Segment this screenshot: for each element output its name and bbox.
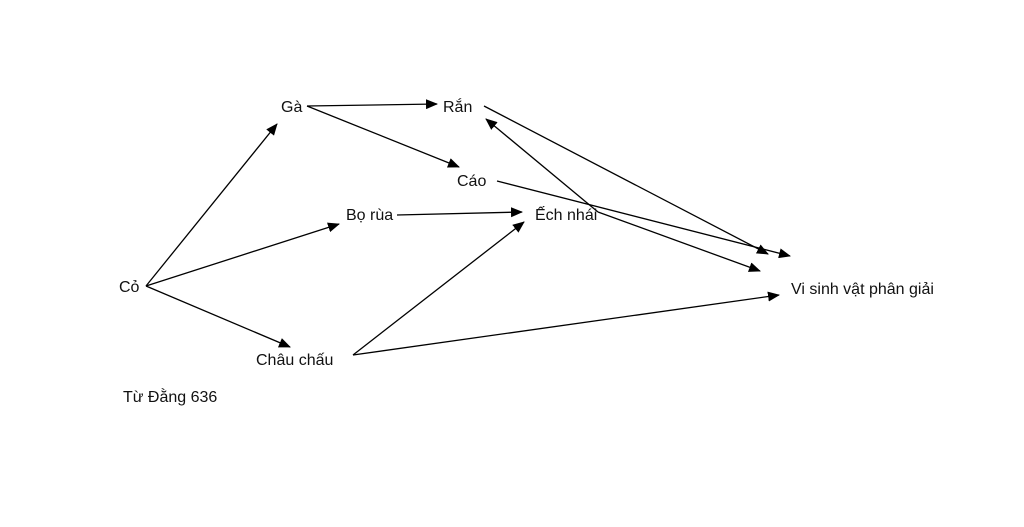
arrow-co-to-chau-chau	[145, 285, 291, 348]
node-ga: Gà	[281, 99, 303, 116]
arrow-co-to-ga	[145, 123, 278, 287]
node-bo-rua: Bọ rùa	[346, 207, 394, 224]
arrow-co-to-bo-rua	[145, 222, 340, 287]
arrow-ga-to-ran	[306, 99, 438, 110]
caption: Từ Đằng 636	[123, 389, 218, 406]
arrow-ech-nhai-to-ran	[485, 118, 599, 213]
node-cao: Cáo	[457, 173, 487, 190]
node-co: Cỏ	[119, 279, 140, 296]
arrow-bo-rua-to-ech-nhai	[396, 207, 523, 218]
arrow-chau-chau-to-vi-sinh-vat	[352, 291, 780, 356]
node-ran: Rắn	[443, 99, 473, 116]
arrow-ga-to-cao	[306, 105, 460, 168]
arrow-ech-nhai-to-vi-sinh-vat	[597, 211, 761, 272]
node-chau-chau: Châu chấu	[256, 352, 334, 369]
arrow-chau-chau-to-ech-nhai	[352, 221, 525, 356]
node-ech-nhai: Ếch nhái	[535, 207, 598, 224]
node-vi-sinh-vat-phan-giai: Vi sinh vật phân giải	[791, 281, 934, 298]
arrow-cao-to-vi-sinh-vat	[496, 180, 791, 259]
arrow-ran-to-vi-sinh-vat	[483, 105, 769, 255]
